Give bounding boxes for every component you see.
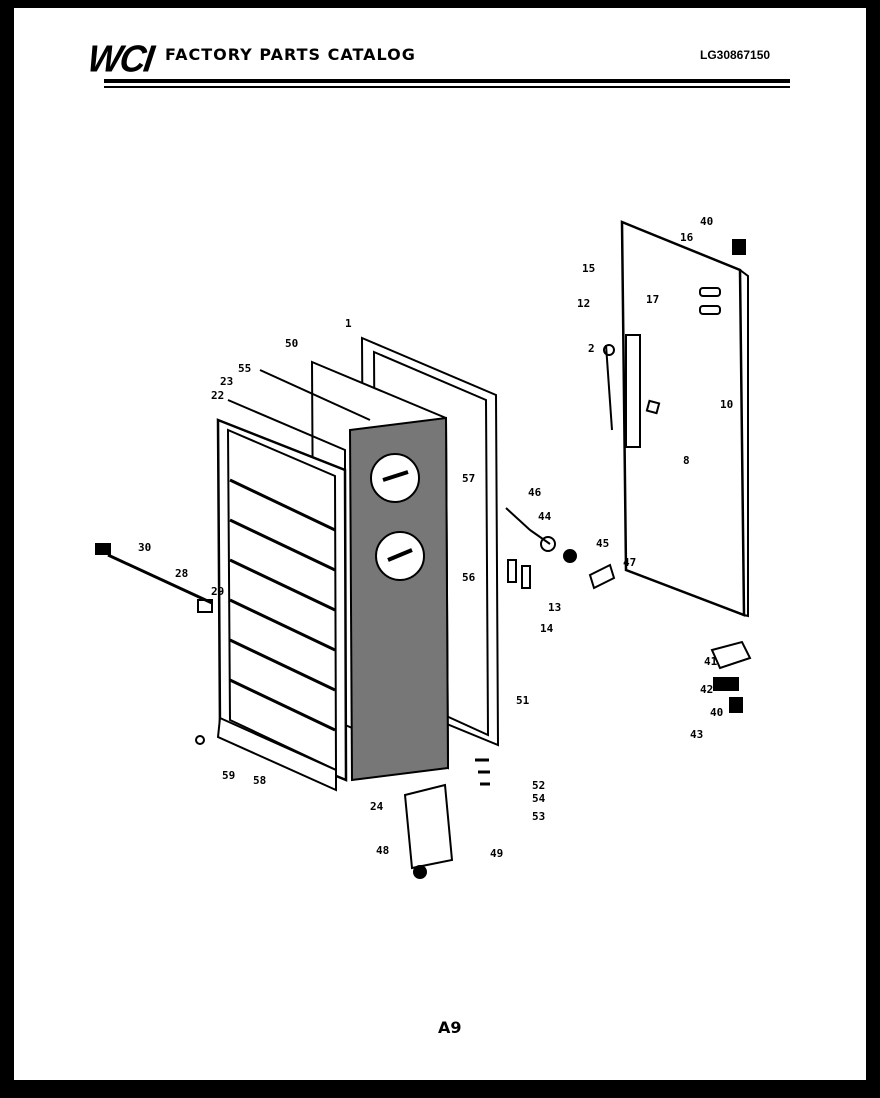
callout-label: 41 [704, 655, 718, 668]
callout-label: 13 [548, 601, 562, 614]
callout-label: 47 [623, 556, 637, 569]
callout-label: 1 [345, 317, 352, 330]
callout-label: 55 [238, 362, 252, 375]
callout-label: 44 [538, 510, 552, 523]
callout-label: 48 [376, 844, 390, 857]
callout-label: 58 [253, 774, 267, 787]
callout-label: 17 [646, 293, 660, 306]
callout-label: 46 [528, 486, 542, 499]
callout-label: 29 [211, 585, 225, 598]
callout-label: 49 [490, 847, 504, 860]
callout-label: 40 [700, 215, 714, 228]
page-label: A9 [438, 1018, 462, 1037]
outer-door-panel [603, 220, 749, 618]
callout-label: 16 [680, 231, 694, 244]
callout-label: 30 [138, 541, 152, 554]
callout-label: 54 [532, 792, 546, 805]
catalog-title: FACTORY PARTS CATALOG [165, 45, 416, 64]
callout-label: 12 [577, 297, 591, 310]
callout-label: 23 [220, 375, 234, 388]
callout-label: 56 [462, 571, 476, 584]
callout-label: 52 [532, 779, 546, 792]
callout-label: 45 [596, 537, 610, 550]
model-number: LG30867150 [700, 48, 771, 62]
callout-label: 14 [540, 622, 554, 635]
callout-label: 51 [516, 694, 530, 707]
callout-label: 28 [175, 567, 189, 580]
callout-label: 42 [700, 683, 714, 696]
callout-label: 40 [710, 706, 724, 719]
callout-label: 57 [462, 472, 476, 485]
header-rule-thin [104, 86, 790, 88]
callout-label: 15 [582, 262, 596, 275]
door-liner-shelves [216, 369, 371, 792]
callout-label: 53 [532, 810, 546, 823]
callout-label: 22 [211, 389, 225, 402]
header-rule [104, 79, 790, 83]
callout-label: 8 [683, 454, 690, 467]
callout-label: 2 [588, 342, 595, 355]
callout-label: 10 [720, 398, 734, 411]
callout-label: 50 [285, 337, 299, 350]
callout-label: 59 [222, 769, 236, 782]
callout-label: 24 [370, 800, 384, 813]
callout-label: 43 [690, 728, 704, 741]
small-parts [95, 507, 752, 879]
